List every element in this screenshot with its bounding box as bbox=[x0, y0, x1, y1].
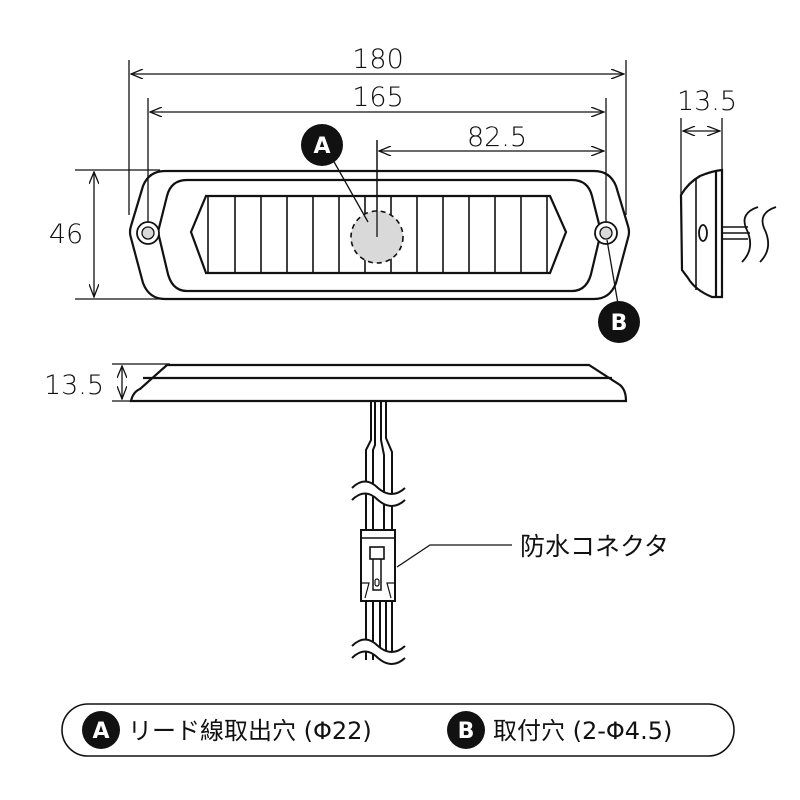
dim-front-depth-label: 13.5 bbox=[44, 370, 104, 401]
dim-overall-width bbox=[128, 60, 627, 215]
legend-box bbox=[61, 703, 735, 757]
dim-center-to-hole bbox=[376, 140, 604, 235]
dim-height bbox=[75, 169, 160, 300]
legend-a-badge bbox=[82, 711, 120, 749]
lamp-top-view bbox=[128, 169, 631, 301]
lens-ribs bbox=[207, 196, 548, 273]
dim-side-depth bbox=[680, 118, 723, 195]
dim-height-label: 46 bbox=[49, 219, 83, 250]
connector-leader-line bbox=[396, 544, 512, 568]
lamp-edge-view bbox=[129, 363, 628, 403]
dim-center-to-hole-label: 82.5 bbox=[467, 122, 527, 153]
dim-side-depth-label: 13.5 bbox=[677, 86, 737, 117]
legend-a-badge-label: A bbox=[92, 719, 109, 744]
cable-break-marks bbox=[351, 480, 406, 665]
dim-hole-pitch-label: 165 bbox=[352, 82, 404, 113]
marker-b-badge bbox=[598, 301, 640, 343]
dim-hole-pitch bbox=[147, 98, 607, 232]
lamp-side-view bbox=[679, 168, 777, 299]
legend-b-badge bbox=[447, 711, 485, 749]
mounting-hole-right bbox=[594, 221, 618, 245]
legend-b-badge-label: B bbox=[458, 719, 475, 744]
legend-a-text: リード線取出穴 (Φ22) bbox=[128, 717, 372, 745]
marker-a-badge bbox=[301, 124, 343, 166]
connector-callout-label: 防水コネクタ bbox=[520, 532, 669, 561]
mounting-hole-left bbox=[136, 221, 160, 245]
marker-a-label: A bbox=[313, 134, 330, 159]
marker-b-label: B bbox=[611, 311, 628, 336]
waterproof-connector bbox=[360, 529, 396, 602]
legend-b-text: 取付穴 (2-Φ4.5) bbox=[493, 717, 672, 745]
dim-overall-width-label: 180 bbox=[352, 44, 404, 75]
